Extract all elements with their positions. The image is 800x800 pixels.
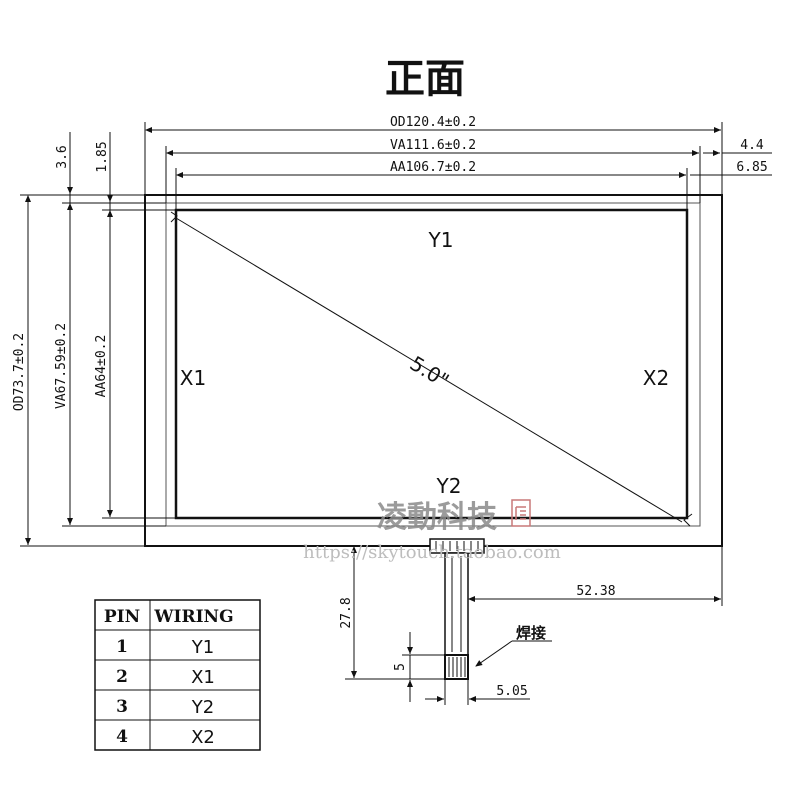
aa-width-label: AA106.7±0.2 xyxy=(390,160,476,175)
table-wiring-cell: Y1 xyxy=(191,637,214,658)
pin-table: PIN WIRING 1 Y1 2 X1 3 Y2 4 X2 xyxy=(94,599,261,751)
top-offset-dimensions xyxy=(20,132,176,218)
right-offset-1-label: 4.4 xyxy=(740,138,764,153)
va-width-label: VA111.6±0.2 xyxy=(390,138,476,153)
aa-height-label: AA64±0.2 xyxy=(94,335,109,398)
y1-label: Y1 xyxy=(428,228,454,252)
pad-height-label: 5 xyxy=(393,663,408,671)
top-offset-1-label: 3.6 xyxy=(55,145,70,168)
view-area-outline xyxy=(165,202,701,527)
od-height-label: OD73.7±0.2 xyxy=(12,333,27,411)
watermark-brand: 凌動科技 xyxy=(377,500,497,535)
fpc-dimensions xyxy=(345,545,723,705)
table-pin-cell: 1 xyxy=(116,637,128,657)
tail-offset-label: 52.38 xyxy=(576,584,615,599)
x1-label: X1 xyxy=(180,366,206,390)
table-header-wiring: WIRING xyxy=(153,607,233,627)
table-wiring-cell: X1 xyxy=(191,667,215,688)
table-wiring-cell: X2 xyxy=(191,727,215,748)
top-dimensions xyxy=(144,122,772,210)
od-width-label: OD120.4±0.2 xyxy=(390,115,476,130)
watermark-url: https://skytouch.taobao.com xyxy=(303,542,561,563)
corner-mark-bottom-right xyxy=(683,513,693,527)
panel-diagonal xyxy=(175,217,683,523)
table-pin-cell: 2 xyxy=(116,667,128,687)
table-pin-cell: 4 xyxy=(116,727,128,747)
corner-mark-top-left xyxy=(170,211,178,223)
right-offset-2-label: 6.85 xyxy=(736,160,767,175)
fpc-strip xyxy=(444,552,469,656)
table-wiring-cell: Y2 xyxy=(191,697,214,718)
top-offset-2-label: 1.85 xyxy=(95,141,110,172)
watermark-seal xyxy=(511,499,531,527)
page-title: 正面 xyxy=(385,56,465,102)
x2-label: X2 xyxy=(643,366,669,390)
active-area-outline xyxy=(174,208,689,520)
va-height-label: VA67.59±0.2 xyxy=(54,323,69,409)
tail-length-label: 27.8 xyxy=(339,597,354,628)
left-dimensions xyxy=(20,195,176,547)
fpc-tail xyxy=(429,538,485,680)
y2-label: Y2 xyxy=(436,474,462,498)
pad-width-label: 5.05 xyxy=(496,684,527,699)
table-pin-cell: 3 xyxy=(116,697,128,717)
diagonal-size-label: 5.0" xyxy=(406,351,454,393)
table-header-pin: PIN xyxy=(104,607,140,627)
weld-label: 焊接 xyxy=(516,624,546,642)
